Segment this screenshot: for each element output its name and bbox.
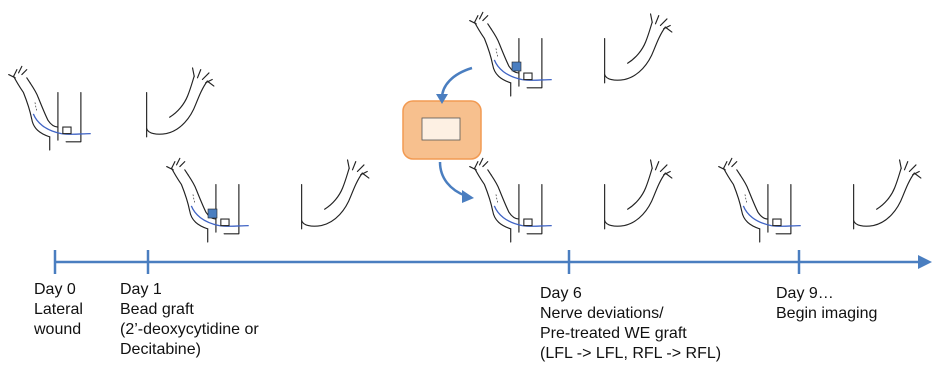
day6-line2: Nerve deviations/ [540, 305, 664, 322]
limb-day1-bead-icon [166, 157, 250, 243]
day6-line4: (LFL -> LFL, RFL -> RFL) [540, 345, 722, 362]
day1-label: Day 1 Bead graft (2’-deoxycytidine or De… [120, 280, 259, 360]
day0-line3: wound [34, 321, 82, 338]
day0-label: Day 0 Lateral wound [34, 280, 83, 340]
day0-title: Day 0 [34, 281, 76, 298]
day9-line2: Begin imaging [776, 305, 878, 322]
arrow-from-dish-head-icon [462, 190, 474, 203]
day1-title: Day 1 [120, 281, 162, 298]
arrow-to-dish-head-icon [436, 94, 448, 104]
limb-day6-graft-icon [469, 157, 553, 243]
limb-day1-plain-icon [301, 159, 370, 230]
timeline-arrowhead-icon [918, 255, 932, 269]
day6-title: Day 6 [540, 285, 582, 302]
culture-dish-inner-icon [421, 117, 461, 141]
limb-day0-plain-icon [146, 67, 215, 138]
day1-line4: Decitabine) [120, 341, 201, 358]
bead-graft-icon [207, 208, 218, 219]
day1-line3: (2’-deoxycytidine or [120, 321, 259, 338]
limb-day9-graft-icon [718, 157, 802, 243]
day9-label: Day 9… Begin imaging [776, 284, 877, 324]
limb-day0-wound-icon [8, 65, 92, 151]
limb-day6-plain-icon [604, 159, 673, 230]
limb-donor-plain-icon [604, 13, 673, 84]
limb-donor-icon [469, 11, 553, 97]
day1-line2: Bead graft [120, 301, 194, 318]
day6-label: Day 6 Nerve deviations/ Pre-treated WE g… [540, 284, 721, 364]
day0-line2: Lateral [34, 301, 83, 318]
day9-title: Day 9… [776, 285, 834, 302]
limb-day9-plain-icon [853, 159, 922, 230]
day6-line3: Pre-treated WE graft [540, 325, 687, 342]
arrow-to-dish-icon [440, 66, 473, 99]
donor-bead-icon [511, 61, 522, 72]
